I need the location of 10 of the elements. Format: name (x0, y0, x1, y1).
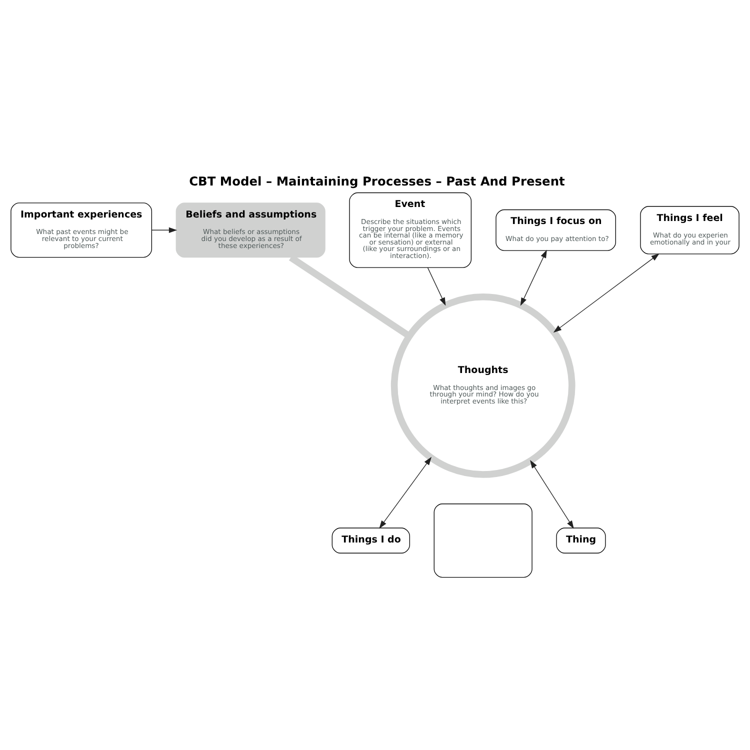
node-box: Thing (556, 527, 606, 553)
arrow (427, 266, 446, 306)
arrow (151, 226, 178, 232)
node-box (434, 503, 532, 578)
arrow (379, 456, 432, 528)
node-box: Things I do (332, 527, 410, 553)
arrow (530, 460, 574, 528)
arrow (553, 252, 660, 332)
diagram-title: CBT Model – Maintaining Processes – Past And Present (189, 174, 565, 188)
arrow (520, 249, 547, 306)
